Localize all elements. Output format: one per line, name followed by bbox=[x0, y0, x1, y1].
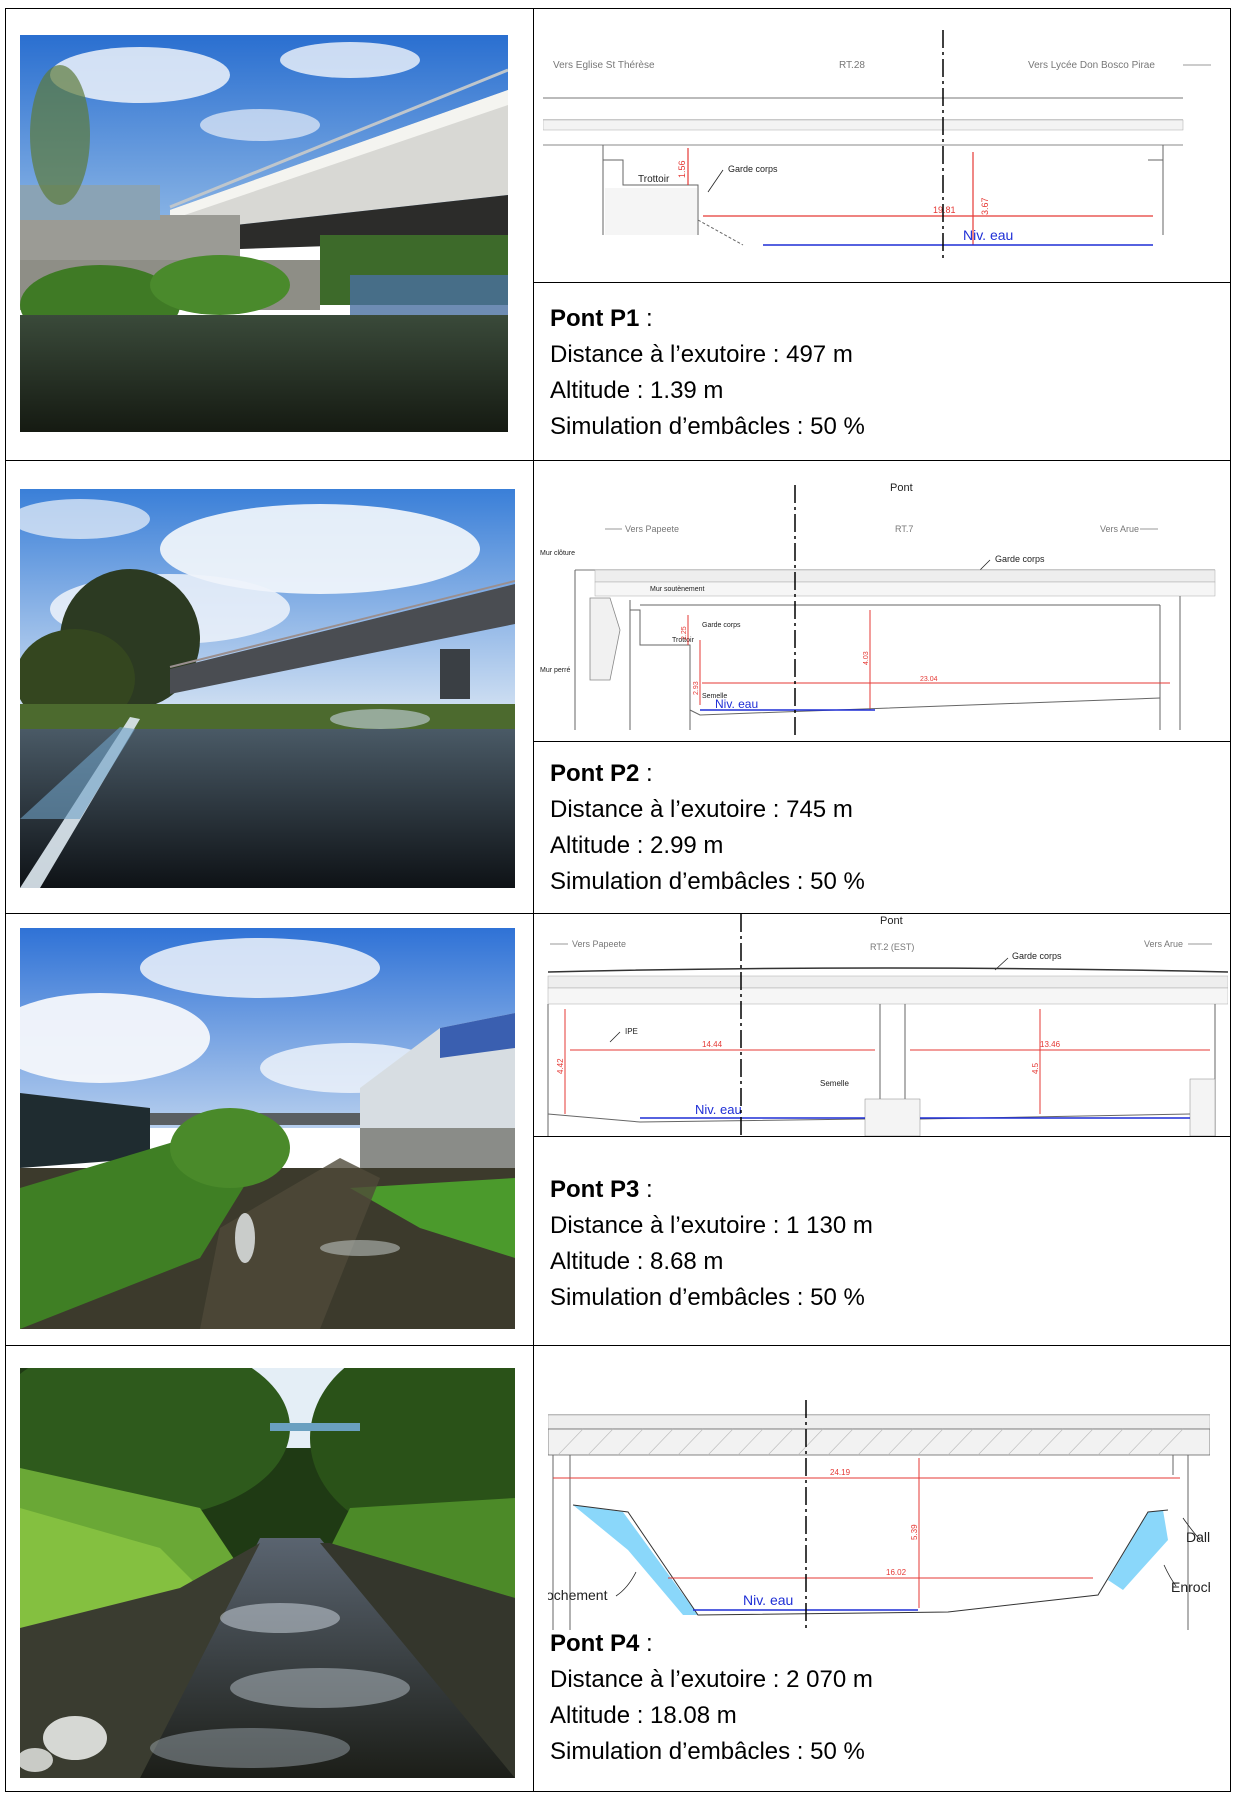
drawing-road-label: RT.28 bbox=[839, 60, 865, 71]
drawing-dim-a: 2.25 bbox=[681, 626, 688, 640]
bridge-p2-photo bbox=[20, 489, 515, 888]
drawing-road-label: RT.7 bbox=[895, 524, 913, 534]
title-suffix: : bbox=[639, 1176, 653, 1203]
bridge-p4-photo bbox=[20, 1368, 515, 1778]
drawing-direction-right: Vers Arue bbox=[1144, 939, 1183, 949]
drawing-sidewalk-label: Trottoir bbox=[638, 174, 670, 185]
drawing-water-level: Niv. eau bbox=[963, 227, 1013, 243]
drawing-dim-right-w: 13.46 bbox=[1040, 1040, 1061, 1049]
row-divider bbox=[5, 460, 1231, 461]
drawing-sidewalk-label: Trottoir bbox=[672, 637, 695, 644]
bridge-embacles: Simulation d’embâcles : 50 % bbox=[550, 1284, 865, 1311]
bridge-altitude: Altitude : 18.08 m bbox=[550, 1702, 737, 1729]
drawing-beam-label: IPE bbox=[625, 1027, 638, 1036]
drawing-direction-left: Vers Papeete bbox=[572, 939, 626, 949]
drawing-road-label: RT.2 (EST) bbox=[870, 942, 914, 952]
drawing-stone-wall: Mur perré bbox=[540, 667, 570, 674]
drawing-dim-left-h: 4.42 bbox=[556, 1058, 565, 1074]
bridge-name: Pont P4 bbox=[550, 1630, 640, 1657]
bridge-p1-info: Pont P1 : Distance à l’exutoire : 497 m … bbox=[550, 301, 865, 445]
drawing-dim-small: 1.56 bbox=[677, 160, 687, 178]
bridge-distance: Distance à l’exutoire : 497 m bbox=[550, 341, 853, 368]
title-suffix: : bbox=[639, 760, 653, 787]
bridge-p4-info: Pont P4 : Distance à l’exutoire : 2 070 … bbox=[550, 1626, 873, 1770]
cell-divider bbox=[533, 282, 1231, 283]
drawing-riprap-right: Enroch bbox=[1171, 1579, 1210, 1595]
bridge-name: Pont P3 bbox=[550, 1176, 640, 1203]
row-divider bbox=[5, 913, 1231, 914]
title-suffix: : bbox=[639, 1630, 653, 1657]
bridge-distance: Distance à l’exutoire : 2 070 m bbox=[550, 1666, 873, 1693]
bridge-altitude: Altitude : 2.99 m bbox=[550, 832, 724, 859]
cell-divider bbox=[533, 741, 1231, 742]
drawing-riprap-left: ochement bbox=[548, 1587, 608, 1603]
bridge-title: Pont P4 : bbox=[550, 1626, 873, 1662]
bridge-p3-photo bbox=[20, 928, 515, 1329]
drawing-direction-left: Vers Papeete bbox=[625, 524, 679, 534]
bridge-title: Pont P2 : bbox=[550, 756, 865, 792]
drawing-fence-wall: Mur clôture bbox=[540, 550, 575, 557]
drawing-retaining-wall: Mur soutènement bbox=[650, 586, 705, 593]
drawing-railing-label: Garde corps bbox=[1012, 951, 1062, 961]
bridge-embacles: Simulation d’embâcles : 50 % bbox=[550, 868, 865, 895]
bridge-name: Pont P2 bbox=[550, 760, 640, 787]
drawing-dim-left-w: 14.44 bbox=[702, 1040, 723, 1049]
bridge-p4-cross-section: 24.19 16.02 5.39 Niv. eau Dall Enroch oc… bbox=[548, 1400, 1210, 1630]
column-divider bbox=[533, 8, 534, 1792]
drawing-dim-top: 24.19 bbox=[830, 1468, 851, 1477]
bridge-p2-cross-section: Pont Vers Papeete RT.7 Vers Arue Garde c… bbox=[540, 470, 1225, 735]
bridge-p1-photo bbox=[20, 35, 508, 432]
bridge-altitude: Altitude : 8.68 m bbox=[550, 1248, 724, 1275]
drawing-dim-height: 3.67 bbox=[980, 197, 990, 215]
drawing-railing-label: Garde corps bbox=[702, 622, 741, 629]
bridge-altitude: Altitude : 1.39 m bbox=[550, 377, 724, 404]
drawing-dim-right-h: 4.5 bbox=[1031, 1062, 1040, 1074]
drawing-railing-top: Garde corps bbox=[995, 554, 1045, 564]
drawing-dim-height: 5.39 bbox=[910, 1524, 919, 1540]
bridge-table bbox=[5, 8, 1231, 1792]
title-suffix: : bbox=[639, 305, 653, 332]
drawing-direction-left: Vers Eglise St Thérèse bbox=[553, 60, 655, 71]
drawing-footing-label: Semelle bbox=[702, 693, 727, 700]
drawing-direction-right: Vers Arue bbox=[1100, 524, 1139, 534]
drawing-dim-width: 23.04 bbox=[920, 676, 938, 683]
bridge-title: Pont P3 : bbox=[550, 1172, 873, 1208]
drawing-bridge-label: Pont bbox=[890, 482, 913, 494]
drawing-bridge-label: Pont bbox=[880, 915, 903, 927]
bridge-p3-cross-section: Pont Vers Papeete RT.2 (EST) Vers Arue G… bbox=[540, 914, 1228, 1136]
cell-divider bbox=[533, 1136, 1231, 1137]
bridge-distance: Distance à l’exutoire : 1 130 m bbox=[550, 1212, 873, 1239]
bridge-p3-info: Pont P3 : Distance à l’exutoire : 1 130 … bbox=[550, 1172, 873, 1316]
drawing-dim-bottom: 16.02 bbox=[886, 1568, 907, 1577]
drawing-water-level: Niv. eau bbox=[715, 697, 758, 711]
drawing-dim-width: 19.81 bbox=[933, 205, 956, 215]
drawing-water-level: Niv. eau bbox=[695, 1102, 742, 1117]
row-divider bbox=[5, 1345, 1231, 1346]
drawing-footing-label: Semelle bbox=[820, 1079, 849, 1088]
bridge-embacles: Simulation d’embâcles : 50 % bbox=[550, 1738, 865, 1765]
drawing-dim-height: 4.03 bbox=[863, 651, 870, 665]
drawing-dim-b: 2.93 bbox=[693, 681, 700, 695]
drawing-railing-label: Garde corps bbox=[728, 164, 778, 174]
bridge-title: Pont P1 : bbox=[550, 301, 865, 337]
bridge-p2-info: Pont P2 : Distance à l’exutoire : 745 m … bbox=[550, 756, 865, 900]
bridge-embacles: Simulation d’embâcles : 50 % bbox=[550, 413, 865, 440]
drawing-water-level: Niv. eau bbox=[743, 1592, 793, 1608]
drawing-direction-right: Vers Lycée Don Bosco Pirae bbox=[1028, 60, 1155, 71]
drawing-slab-label: Dall bbox=[1186, 1529, 1210, 1545]
bridge-distance: Distance à l’exutoire : 745 m bbox=[550, 796, 853, 823]
bridge-name: Pont P1 bbox=[550, 305, 640, 332]
bridge-p1-cross-section: Vers Eglise St Thérèse RT.28 Vers Lycée … bbox=[543, 20, 1223, 260]
